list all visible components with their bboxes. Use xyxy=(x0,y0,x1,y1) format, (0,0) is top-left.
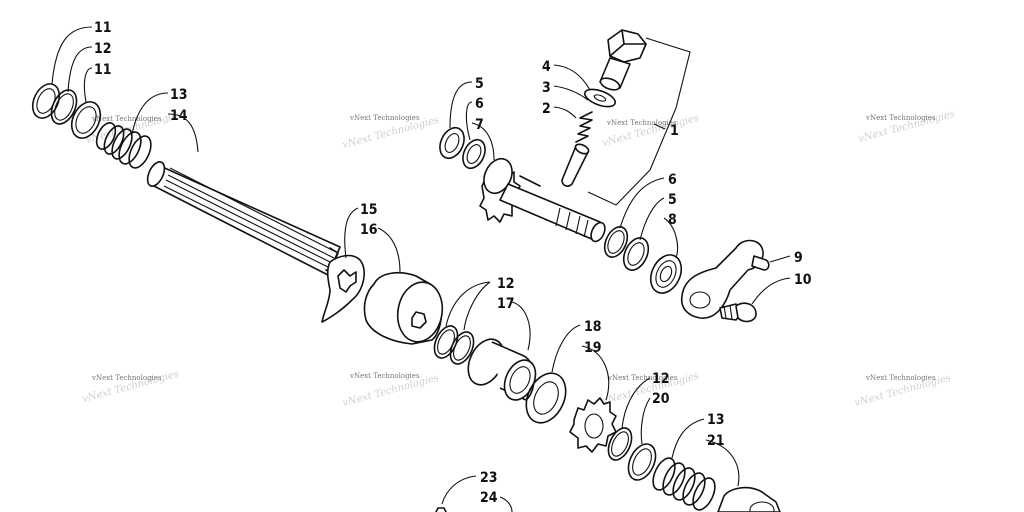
callout-2: 2 xyxy=(542,101,551,117)
part-snap-ring-11-left xyxy=(31,83,61,119)
part-bearing-8 xyxy=(649,254,683,294)
part-drum-16 xyxy=(363,271,444,345)
part-cam-plate-15 xyxy=(321,254,365,323)
leader-lines xyxy=(51,26,791,512)
callout-5: 5 xyxy=(668,192,677,208)
callout-10: 10 xyxy=(794,272,812,288)
part-seal-6-upper xyxy=(462,138,486,170)
callout-5: 5 xyxy=(475,76,484,92)
callout-13: 13 xyxy=(707,412,725,428)
part-spring-2 xyxy=(575,111,593,143)
assembly-bracket-1 xyxy=(587,37,691,206)
callout-4: 4 xyxy=(542,59,551,75)
part-spring-13-left xyxy=(95,122,152,169)
callout-1: 1 xyxy=(670,123,679,139)
callout-6: 6 xyxy=(668,172,677,188)
part-snap-ring-12-middle xyxy=(433,325,475,365)
watermark: vNext Technologies vNext Technologies xyxy=(341,114,440,151)
part-plunger xyxy=(561,143,590,187)
part-snap-ring-12-left xyxy=(50,89,78,125)
callout-6: 6 xyxy=(475,96,484,112)
watermark-text: vNext Technologies xyxy=(349,114,420,122)
callout-11: 11 xyxy=(94,20,112,36)
part-splined-shaft-14 xyxy=(146,161,341,276)
watermark: vNext Technologies vNext Technologies xyxy=(81,369,180,405)
part-bolt-10 xyxy=(719,302,757,323)
watermark-text: vNext Technologies xyxy=(606,119,677,127)
part-bolt-4 xyxy=(599,29,647,91)
part-kick-shaft-1 xyxy=(479,157,606,243)
callout-12: 12 xyxy=(652,371,670,387)
callout-7: 7 xyxy=(475,117,484,133)
callout-20: 20 xyxy=(652,391,670,407)
watermark: vNext Technologies vNext Technologies xyxy=(601,371,700,407)
part-gear-19 xyxy=(569,397,617,453)
part-snap-ring-12-lower xyxy=(607,427,633,461)
callout-24: 24 xyxy=(480,490,498,506)
watermark: vNext Technologies vNext Technologies xyxy=(857,109,956,145)
part-washer-11-left xyxy=(70,101,102,139)
callout-17: 17 xyxy=(497,296,515,312)
callout-23: 23 xyxy=(480,470,498,486)
part-kick-lever-9 xyxy=(680,239,770,319)
part-spring-13-lower xyxy=(652,457,716,511)
part-washer-20 xyxy=(627,443,657,481)
part-collar-21 xyxy=(717,486,781,512)
part-washer-3 xyxy=(583,88,617,108)
part-washer-18 xyxy=(525,372,567,424)
callout-8: 8 xyxy=(668,212,677,228)
callout-13: 13 xyxy=(170,87,188,103)
part-sleeve-17 xyxy=(467,338,537,401)
part-washer-5-right xyxy=(622,237,650,271)
watermark-text: vNext Technologies xyxy=(607,374,678,382)
callout-18: 18 xyxy=(584,319,602,335)
callout-3: 3 xyxy=(542,80,551,96)
callout-9: 9 xyxy=(794,250,803,266)
callout-15: 15 xyxy=(360,202,378,218)
callout-16: 16 xyxy=(360,222,378,238)
callout-12: 12 xyxy=(497,276,515,292)
watermark-text: vNext Technologies xyxy=(91,115,162,123)
watermark-text: vNext Technologies xyxy=(865,114,936,122)
callout-14: 14 xyxy=(170,108,188,124)
callout-12: 12 xyxy=(94,41,112,57)
callout-11: 11 xyxy=(94,62,112,78)
watermark: vNext Technologies vNext Technologies xyxy=(853,373,952,409)
watermark-text: vNext Technologies xyxy=(865,374,936,382)
watermark: vNext Technologies vNext Technologies xyxy=(601,113,700,149)
callout-labels: 11 12 11 13 14 15 16 5 6 7 4 3 2 1 6 5 8… xyxy=(94,20,812,506)
callout-19: 19 xyxy=(584,340,602,356)
watermark: vNext Technologies vNext Technologies xyxy=(341,372,440,409)
watermark-text: vNext Technologies xyxy=(349,372,420,380)
watermark-text: vNext Technologies xyxy=(91,374,162,382)
part-washer-5-upper xyxy=(439,126,465,160)
part-23-top xyxy=(435,507,447,512)
part-seal-6-right xyxy=(603,226,629,258)
callout-21: 21 xyxy=(707,433,725,449)
